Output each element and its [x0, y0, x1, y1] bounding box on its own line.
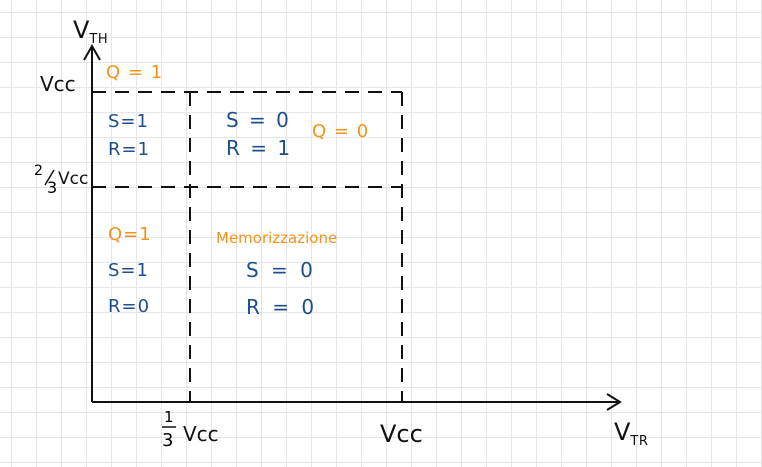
- bottom-left-q-label: Q=1: [108, 224, 152, 245]
- x-tick-one-third-denominator: 3: [162, 430, 174, 451]
- x-tick-vcc: Vcc: [380, 420, 423, 448]
- y-axis-label: VTH: [73, 16, 109, 47]
- bottom-middle-s-label: S = 0: [246, 258, 316, 282]
- y-fraction-slash: [44, 169, 55, 186]
- y-axis-arrowhead: [83, 43, 101, 61]
- top-middle-s-label: S = 0: [226, 108, 291, 132]
- top-left-s-label: S=1: [108, 111, 149, 132]
- top-middle-r-label: R = 1: [226, 136, 293, 160]
- x-axis-arrowhead: [606, 393, 622, 411]
- y-tick-two-thirds-numerator: 2: [34, 163, 43, 179]
- bottom-middle-r-label: R = 0: [246, 295, 318, 319]
- top-left-r-label: R=1: [108, 139, 151, 160]
- memorizzazione-label: Memorizzazione: [216, 229, 338, 247]
- x-axis-label: VTR: [614, 418, 649, 449]
- bottom-left-s-label: S=1: [108, 260, 149, 281]
- y-tick-two-thirds-unit: Vcc: [58, 169, 89, 189]
- x-tick-one-third-numerator: 1: [164, 408, 174, 426]
- top-middle-q-label: Q = 0: [312, 121, 370, 142]
- x-tick-one-third-unit: Vcc: [183, 422, 219, 446]
- bottom-left-r-label: R=0: [108, 296, 151, 317]
- y-tick-vcc: Vcc: [40, 72, 76, 96]
- y-tick-two-thirds-denominator: 3: [47, 178, 58, 197]
- top-left-q-label: Q = 1: [106, 62, 164, 83]
